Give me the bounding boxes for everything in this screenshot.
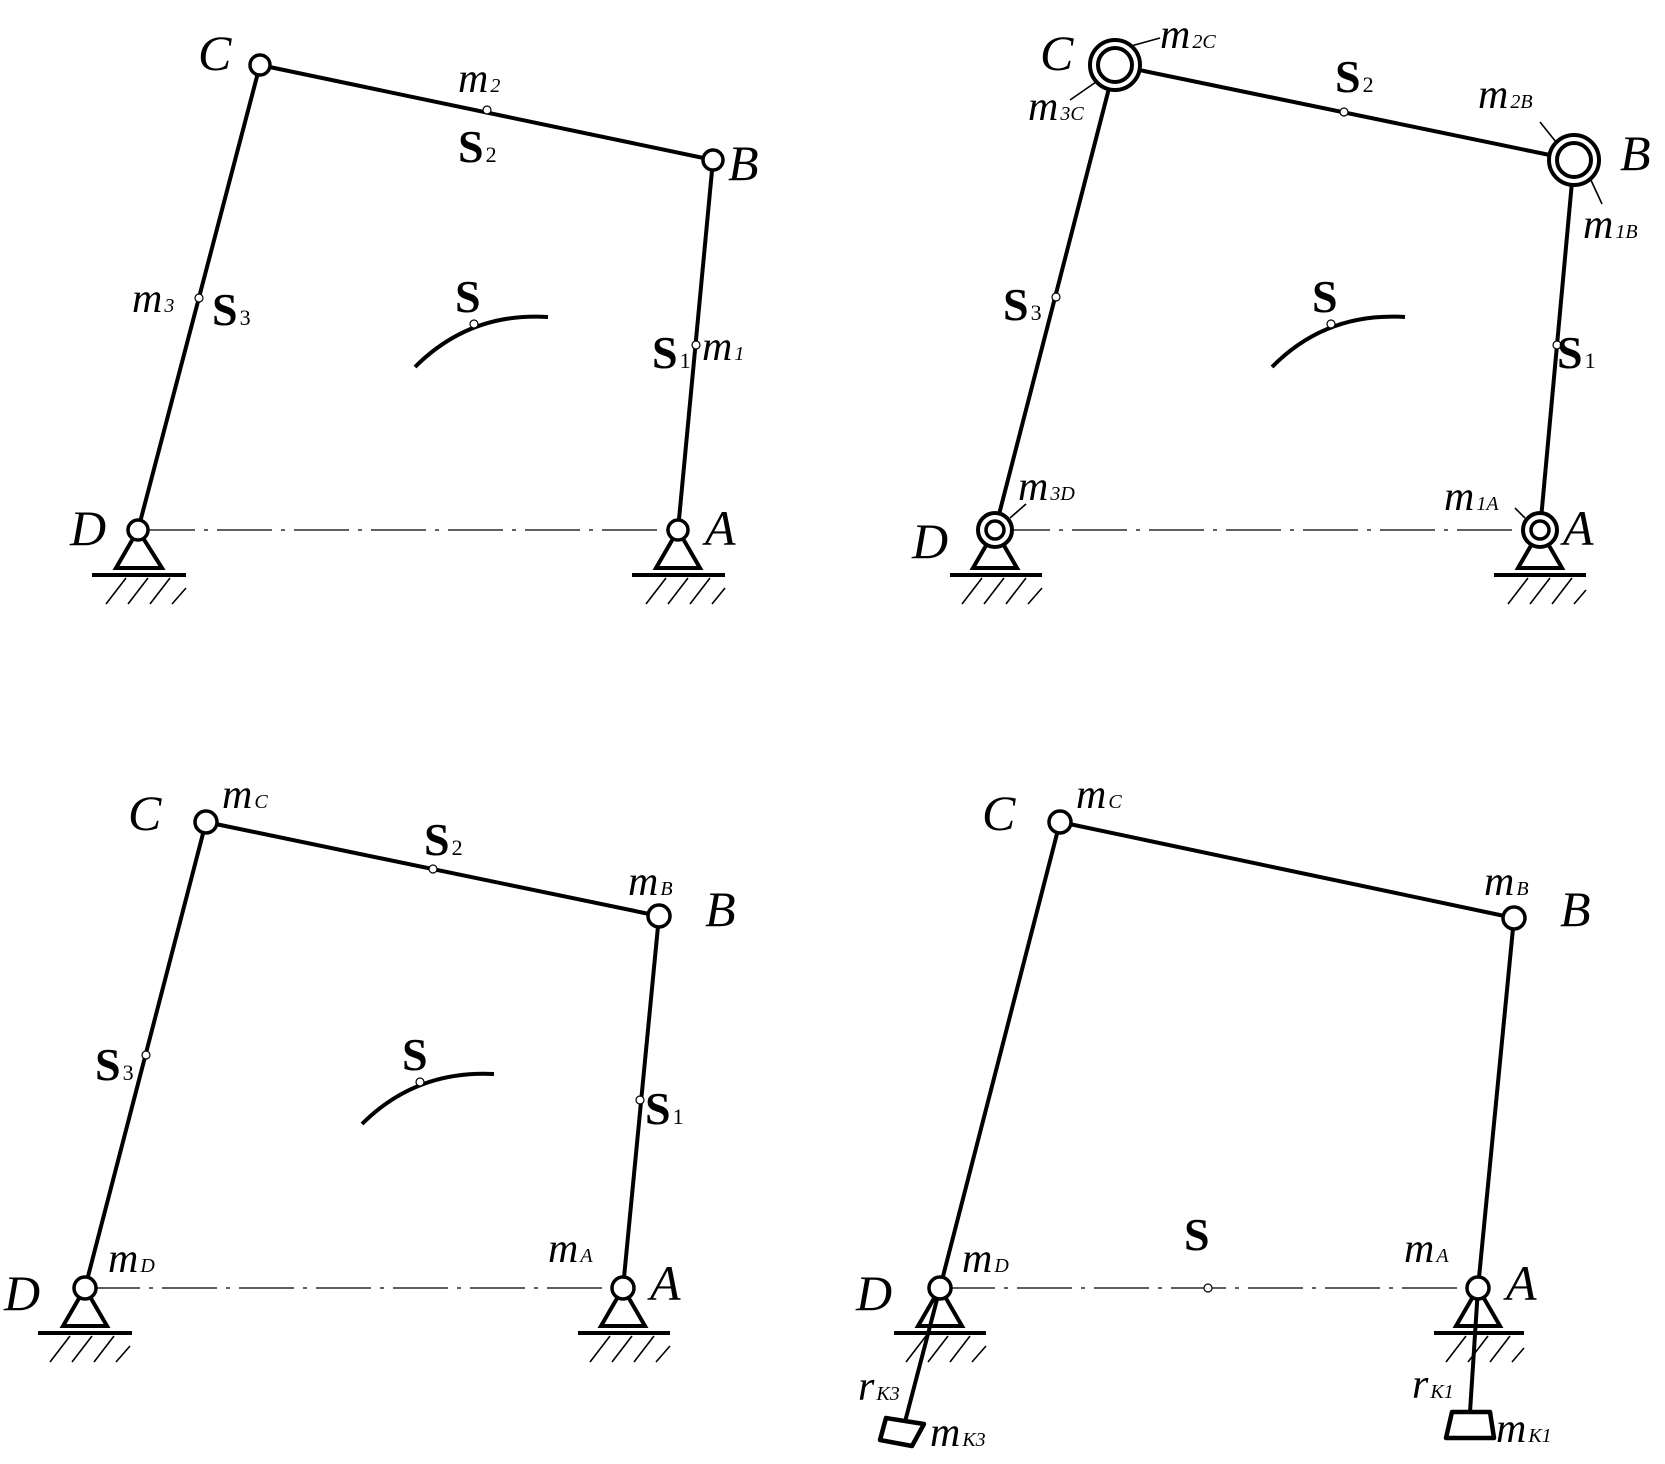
center-label-S: S [455,271,481,322]
joint-C [193,809,219,835]
point-label-C: C [982,785,1016,841]
center-label-S1: S1 [1557,327,1596,378]
support-A [578,1284,671,1363]
mass-centers [1051,107,1562,350]
counterweight-1 [1443,1409,1497,1441]
point-label-A: A [702,500,736,556]
center-label-S2: S2 [458,121,497,172]
trajectory-arc [413,314,549,369]
center-label-S2: S2 [424,814,463,865]
joint-A [610,1275,636,1301]
counterweight-arm-3 [904,1286,942,1420]
joint-B [1501,905,1527,931]
link-1 [1476,916,1516,1290]
center-label-S1: S1 [652,327,691,378]
trajectory-arc [360,1071,495,1126]
point-label-D: D [911,513,948,569]
center-label-S: S [1312,271,1338,322]
concentrated-mass-A [1521,511,1559,549]
counterweight-3 [877,1415,927,1449]
mass-centers [194,105,701,350]
point-label-A: A [647,1255,681,1311]
joint-D [126,518,150,542]
joint-D [927,1275,953,1301]
point-label-A: A [1503,1255,1537,1311]
point-label-C: C [1040,25,1074,81]
link-2 [1058,820,1516,920]
support-D [38,1284,132,1363]
point-label-A: A [1560,500,1594,556]
support-D [92,526,187,605]
center-label-S3: S3 [95,1039,134,1090]
joint-C [1047,809,1073,835]
concentrated-mass-B [1547,133,1601,187]
support-D [894,1284,987,1363]
point-label-C: C [198,25,232,81]
support-A [1434,1284,1525,1363]
point-label-D: D [3,1265,40,1321]
point-label-B: B [705,881,736,937]
center-label-S: S [402,1029,428,1080]
point-label-C: C [128,785,162,841]
center-label-S3: S3 [1003,279,1042,330]
point-label-B: B [1560,881,1591,937]
concentrated-mass-C [1088,38,1142,92]
point-label-D: D [855,1265,892,1321]
mass-center-S [1203,1283,1213,1293]
joint-C [248,53,272,77]
link-3 [938,820,1062,1290]
joint-B [646,903,672,929]
joint-A [1465,1275,1491,1301]
leader-lines [1009,37,1603,519]
center-label-S: S [1184,1209,1210,1260]
center-label-S1: S1 [645,1083,684,1134]
joint-D [72,1275,98,1301]
point-label-B: B [1620,125,1651,181]
trajectory-arc [1270,314,1406,369]
mass-centers [141,864,645,1105]
center-label-S3: S3 [212,284,251,335]
point-label-B: B [728,135,759,191]
joint-A [666,518,690,542]
center-label-S2: S2 [1335,51,1374,102]
counterweight-arm-1 [1468,1286,1480,1414]
support-A [632,526,726,605]
point-label-D: D [69,500,106,556]
joint-B [701,148,725,172]
concentrated-mass-D [976,511,1014,549]
